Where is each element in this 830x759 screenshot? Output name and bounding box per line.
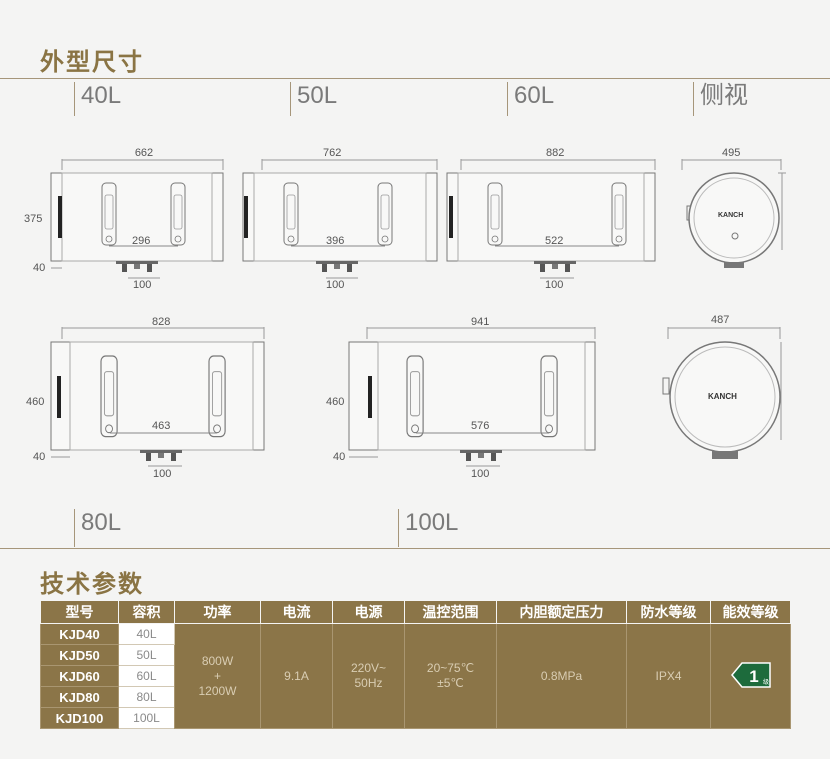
cell-model: KJD80 [40,686,119,708]
header-efficiency: 能效等级 [710,600,791,624]
dim-gap-80l: 40 [33,451,46,463]
specs-divider [0,548,830,549]
header-current: 电流 [260,600,333,624]
dim-pipe-50l: 100 [326,279,345,291]
header-pressure: 内胆额定压力 [496,600,627,624]
specs-title: 技术参数 [40,570,144,598]
table-row: KJD40 40L 800W + 1200W 9.1A 220V~ 50Hz 2… [40,623,791,729]
dim-width-80l: 828 [152,316,171,328]
dimensions-divider [0,78,830,79]
cell-pressure: 0.8MPa [496,623,627,729]
table-row: KJD60 60L [40,665,791,687]
power-high: 1200W [198,683,237,698]
drawing-100l [348,327,596,467]
power-low: 800W [201,653,234,668]
header-supply: 电源 [332,600,405,624]
drawing-50l [242,159,438,279]
dim-bracket-50l: 396 [326,235,345,247]
label-side-view: 侧视 [693,82,748,116]
temp-tolerance: ±5℃ [437,676,464,690]
cell-capacity: 50L [118,644,175,666]
label-80l: 80L [74,509,121,547]
header-capacity: 容积 [118,600,175,624]
cell-model: KJD40 [40,623,119,645]
cell-capacity: 80L [118,686,175,708]
header-temp: 温控范围 [404,600,497,624]
header-model: 型号 [40,600,119,624]
label-40l: 40L [74,82,121,116]
brand-logo-bottom: KANCH [708,392,737,401]
dim-bracket-40l: 296 [132,235,151,247]
dim-height-80l: 460 [26,396,45,408]
dimensions-title: 外型尺寸 [40,48,144,76]
drawing-40l [50,159,224,279]
efficiency-grade-unit: 级 [762,678,768,686]
supply-voltage: 220V~ [350,661,387,675]
dim-gap-40l: 40 [33,262,46,274]
cell-capacity: 40L [118,623,175,645]
dim-pipe-100l: 100 [471,468,490,480]
cell-model: KJD60 [40,665,119,687]
power-plus: + [213,668,221,683]
dim-pipe-60l: 100 [545,279,564,291]
spec-table: 型号 容积 功率 电流 电源 温控范围 内胆额定压力 防水等级 能效等级 KJD… [40,600,791,729]
cell-model: KJD50 [40,644,119,666]
dim-pipe-40l: 100 [133,279,152,291]
efficiency-grade-icon: 1 级 [730,661,771,688]
cell-current: 9.1A [260,623,333,729]
dim-side-bottom: 487 [711,314,730,326]
dim-width-100l: 941 [471,316,490,328]
table-row: KJD50 50L [40,644,791,666]
drawing-side-view-bottom [662,327,782,459]
supply-frequency: 50Hz [354,676,383,690]
header-power: 功率 [174,600,261,624]
efficiency-grade-number: 1 [749,667,758,686]
dim-height-40l: 375 [24,213,43,225]
dim-side-top: 495 [722,147,741,159]
dim-width-50l: 762 [323,147,342,159]
drawing-side-view-top [681,159,786,268]
cell-waterproof: IPX4 [626,623,711,729]
label-50l: 50L [290,82,337,116]
brand-logo-top: KANCH [718,212,744,219]
dim-height-100l: 460 [326,396,345,408]
table-row: KJD100 100L [40,707,791,729]
cell-capacity: 60L [118,665,175,687]
dim-pipe-80l: 100 [153,468,172,480]
drawing-80l [50,327,265,467]
label-100l: 100L [398,509,458,547]
spec-header-row: 型号 容积 功率 电流 电源 温控范围 内胆额定压力 防水等级 能效等级 [40,600,791,624]
drawing-60l [446,159,656,279]
cell-model: KJD100 [40,707,119,729]
dim-width-40l: 662 [134,147,154,159]
label-60l: 60L [507,82,554,116]
dim-width-60l: 882 [546,147,565,159]
dim-bracket-80l: 463 [152,420,171,432]
cell-capacity: 100L [118,707,175,729]
cell-supply: 220V~ 50Hz [332,623,405,729]
dim-bracket-100l: 576 [471,420,490,432]
header-waterproof: 防水等级 [626,600,711,624]
cell-efficiency: 1 级 [710,623,791,729]
temp-range: 20~75℃ [426,661,475,675]
dim-gap-100l: 40 [333,451,346,463]
dim-bracket-60l: 522 [545,235,564,247]
cell-temp: 20~75℃ ±5℃ [404,623,497,729]
cell-power: 800W + 1200W [174,623,261,729]
